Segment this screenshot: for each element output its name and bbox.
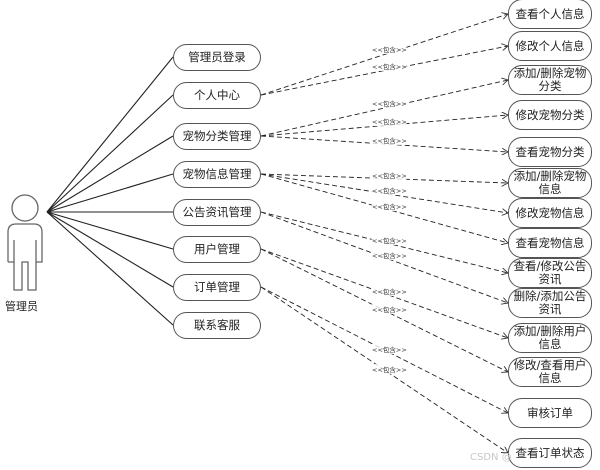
sub-use-case-1[interactable]: 查看个人信息 — [508, 0, 592, 29]
include-label: <<包含>> — [372, 185, 407, 196]
actor-label: 管理员 — [5, 300, 38, 313]
actor-head — [11, 194, 39, 222]
include-label: <<包含>> — [372, 250, 407, 261]
include-arrow — [260, 80, 508, 137]
include-label: <<包含>> — [372, 43, 407, 54]
sub-use-case-3[interactable]: 添加/删除宠物分类 — [508, 65, 592, 95]
actor-figure — [7, 194, 43, 291]
include-label: <<包含>> — [372, 364, 407, 375]
association-line — [46, 211, 174, 326]
include-label: <<包含>> — [372, 234, 407, 245]
include-label: <<包含>> — [372, 303, 407, 314]
include-label: <<包含>> — [372, 286, 407, 297]
association-line — [46, 94, 174, 213]
use-case-7[interactable]: 订单管理 — [173, 274, 261, 301]
association-line — [46, 135, 174, 213]
include-label: <<包含>> — [372, 135, 407, 146]
sub-use-case-7[interactable]: 修改宠物信息 — [508, 198, 592, 228]
association-line — [46, 211, 174, 288]
sub-use-case-4[interactable]: 修改宠物分类 — [508, 100, 592, 130]
watermark: CSDN @ — [470, 452, 512, 463]
include-label: <<包含>> — [372, 97, 407, 108]
include-arrow — [260, 46, 508, 96]
include-arrow — [260, 173, 508, 213]
use-case-4[interactable]: 宠物信息管理 — [173, 161, 261, 188]
include-label: <<包含>> — [372, 200, 407, 211]
sub-use-case-14[interactable]: 查看订单状态 — [508, 438, 592, 468]
sub-use-case-5[interactable]: 查看宠物分类 — [508, 137, 592, 167]
association-line — [46, 173, 174, 213]
use-case-3[interactable]: 宠物分类管理 — [173, 123, 261, 150]
actor-body — [7, 223, 43, 291]
sub-use-case-2[interactable]: 修改个人信息 — [508, 31, 592, 61]
sub-use-case-9[interactable]: 查看/修改公告资讯 — [508, 258, 592, 288]
use-case-5[interactable]: 公告资讯管理 — [173, 199, 261, 226]
include-label: <<包含>> — [372, 343, 407, 354]
use-case-2[interactable]: 个人中心 — [173, 82, 261, 109]
include-label: <<包含>> — [372, 116, 407, 127]
use-case-8[interactable]: 联系客服 — [173, 312, 261, 339]
sub-use-case-10[interactable]: 删除/添加公告资讯 — [508, 288, 592, 318]
use-case-1[interactable]: 管理员登录 — [173, 44, 261, 71]
use-case-6[interactable]: 用户管理 — [173, 236, 261, 263]
include-arrow — [260, 211, 508, 273]
include-label: <<包含>> — [372, 60, 407, 71]
association-line — [46, 211, 174, 250]
include-label: <<包含>> — [372, 169, 407, 180]
association-line — [46, 56, 174, 213]
sub-use-case-13[interactable]: 审核订单 — [508, 398, 592, 428]
sub-use-case-6[interactable]: 添加/删除宠物信息 — [508, 168, 592, 198]
sub-use-case-12[interactable]: 修改/查看用户信息 — [508, 357, 592, 387]
sub-use-case-8[interactable]: 查看宠物信息 — [508, 228, 592, 258]
sub-use-case-11[interactable]: 添加/删除用户信息 — [508, 323, 592, 353]
include-arrow — [260, 14, 508, 96]
